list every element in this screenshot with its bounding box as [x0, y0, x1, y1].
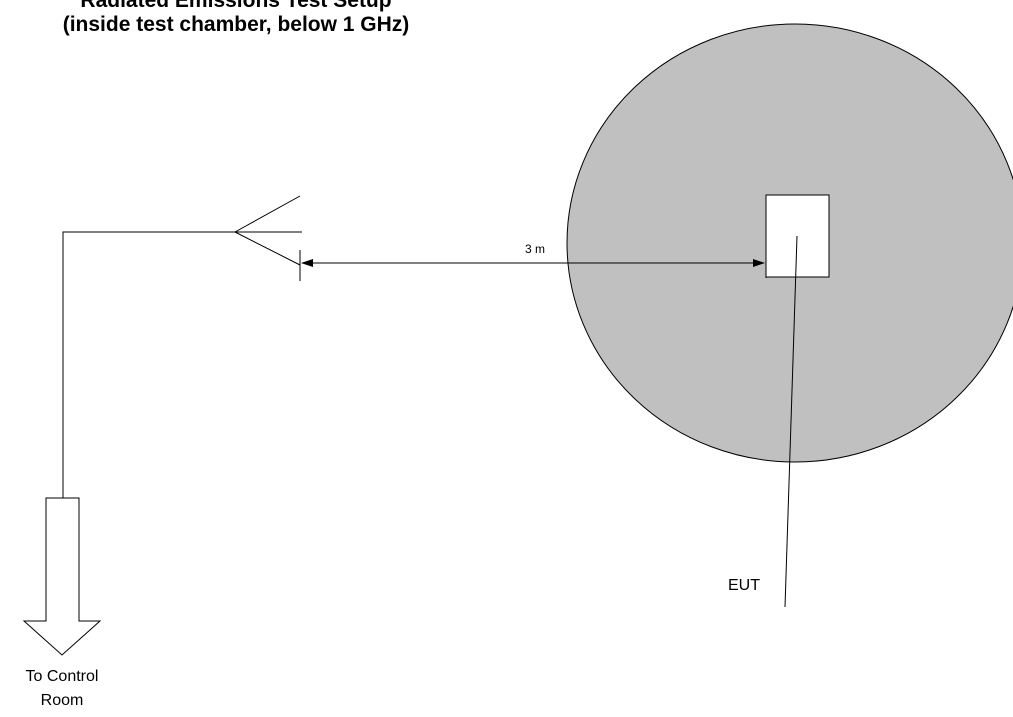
eut-label: EUT [728, 577, 760, 594]
title-line-1: Radiated Emissions Test Setup [80, 0, 391, 12]
antenna-cable [62, 231, 235, 498]
title-line-2: (inside test chamber, below 1 GHz) [63, 13, 410, 36]
control-room-label-line-1: To Control [26, 668, 99, 685]
eut-box [765, 194, 830, 278]
control-room-arrow [22, 497, 102, 656]
antenna [234, 195, 302, 281]
diagram-title: Radiated Emissions Test Setup (inside te… [63, 0, 410, 36]
control-room-label: To Control Room [26, 668, 99, 709]
distance-label: 3 m [525, 242, 545, 256]
eut-leader-line [784, 235, 798, 608]
control-room-label-line-2: Room [41, 692, 84, 709]
